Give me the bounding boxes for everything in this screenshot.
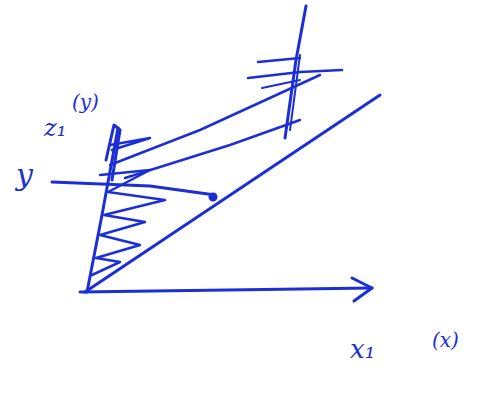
y-level-line — [52, 182, 215, 195]
axis-label: (x) — [432, 330, 459, 350]
cross-stroke — [258, 58, 300, 62]
axis-label: x₁ — [350, 336, 375, 362]
axis-label: (y) — [72, 92, 99, 112]
cross-stroke — [248, 70, 342, 78]
vertical-axis — [87, 128, 118, 292]
plane-edge — [125, 120, 300, 178]
axis-label: y — [16, 160, 33, 190]
point — [210, 194, 216, 200]
axis-stroke — [106, 125, 120, 180]
plane-edge — [110, 138, 150, 150]
hatching — [92, 170, 165, 275]
cross-stroke — [262, 80, 300, 88]
x-axis — [80, 288, 372, 292]
x-arrowhead — [352, 278, 372, 301]
axis-label: z₁ — [44, 116, 66, 140]
vertical-stroke — [290, 55, 300, 130]
diagonal-axis — [85, 95, 380, 292]
